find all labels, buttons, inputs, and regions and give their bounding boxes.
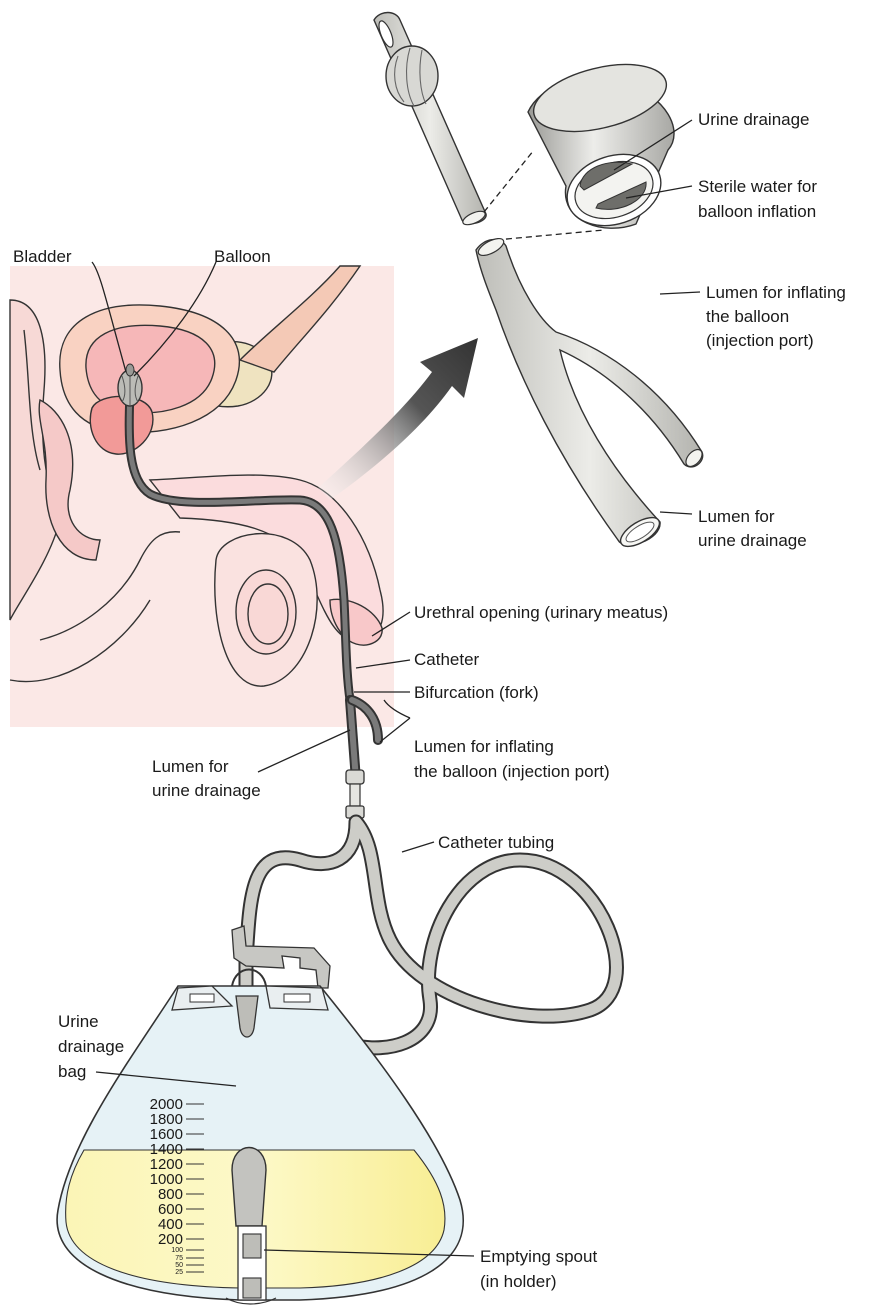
zoom-guide-line [496, 230, 604, 240]
label-lumen-urine-right-2: urine drainage [698, 531, 807, 550]
label-lumen-inflating-bottom-1: Lumen for inflating [414, 737, 554, 756]
label-sterile-water-2: balloon inflation [698, 202, 816, 221]
label-lumen-urine-left-2: urine drainage [152, 781, 261, 800]
scale-tick-50: 50 [175, 1262, 183, 1269]
label-urine-drainage-top: Urine drainage [698, 110, 810, 129]
label-lumen-inflating-2: the balloon [706, 307, 789, 326]
label-catheter-tubing: Catheter tubing [438, 833, 554, 852]
scale-tick-200: 200 [158, 1231, 183, 1248]
label-bifurcation: Bifurcation (fork) [414, 683, 539, 702]
cross-section-detail [527, 52, 674, 237]
emptying-spout [232, 1148, 266, 1227]
scale-tick-100: 100 [171, 1247, 183, 1254]
label-lumen-urine-left-1: Lumen for [152, 757, 229, 776]
label-lumen-inflating-3: (injection port) [706, 331, 814, 350]
zoom-guide-line [484, 150, 534, 212]
label-spout-2: (in holder) [480, 1272, 557, 1291]
label-bag-1: Urine [58, 1012, 99, 1031]
label-bag-3: bag [58, 1062, 86, 1081]
testis [236, 570, 296, 654]
connector [346, 770, 364, 784]
catheter-tip-detail [374, 13, 487, 228]
label-spout-1: Emptying spout [480, 1247, 597, 1266]
scale-tick-75: 75 [175, 1255, 183, 1262]
anatomy-panel [10, 266, 394, 727]
label-urethral-opening: Urethral opening (urinary meatus) [414, 603, 668, 622]
label-bladder: Bladder [13, 247, 72, 266]
label-lumen-inflating-bottom-2: the balloon (injection port) [414, 762, 610, 781]
bifurcated-catheter-detail [476, 235, 705, 552]
label-bag-2: drainage [58, 1037, 124, 1056]
label-lumen-inflating-1: Lumen for inflating [706, 283, 846, 302]
label-sterile-water-1: Sterile water for [698, 177, 817, 196]
drainage-bag: 2000 1800 1600 1400 1200 1000 800 600 40… [57, 926, 463, 1304]
label-lumen-urine-right-1: Lumen for [698, 507, 775, 526]
label-balloon: Balloon [214, 247, 271, 266]
catheter-tip-balloon [386, 46, 438, 106]
scale-tick-25: 25 [175, 1269, 183, 1276]
bifurcated-catheter [476, 240, 703, 545]
label-catheter: Catheter [414, 650, 480, 669]
